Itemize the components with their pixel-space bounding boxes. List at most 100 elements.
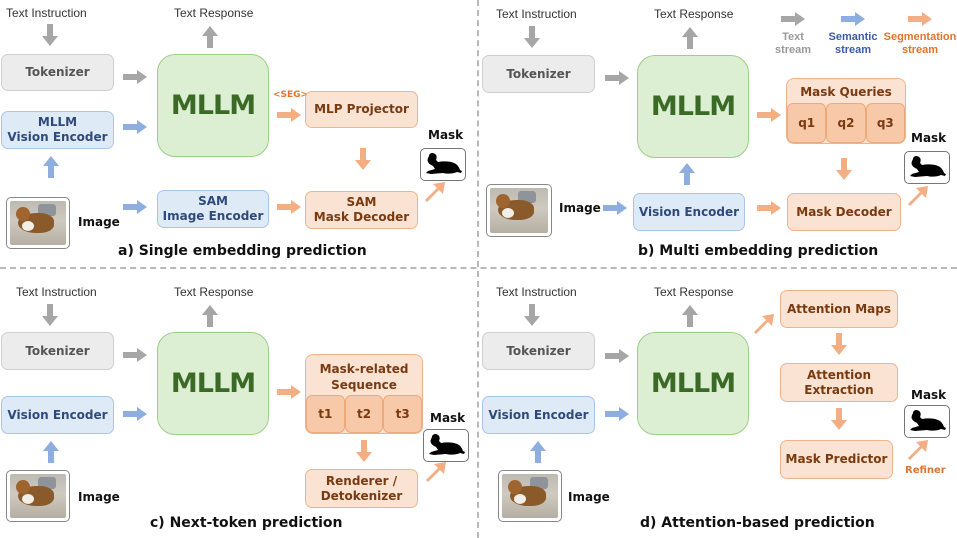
mask-output (904, 405, 950, 438)
arrow-right-icon (123, 348, 147, 362)
mask-label: Mask (430, 411, 466, 425)
mllm-box: MLLM (637, 332, 749, 435)
tokenizer-box: Tokenizer (1, 332, 114, 370)
dog-photo (502, 474, 558, 518)
mllm-box: MLLM (157, 332, 269, 435)
arrow-right-icon (757, 108, 781, 122)
panel-caption: c) Next-token prediction (150, 515, 343, 531)
mask-decoder-box: Mask Decoder (787, 193, 901, 231)
mask-label: Mask (911, 131, 947, 145)
arrow-down-icon (355, 148, 371, 170)
attention-maps-box: Attention Maps (780, 290, 898, 328)
seg-token-label: <SEG> (273, 90, 309, 100)
input-image (6, 470, 70, 522)
arrow-right-icon (277, 108, 301, 122)
sequence-token: t2 (344, 395, 384, 433)
arrow-diagonal-icon (425, 182, 445, 202)
semantic-stream-arrow-icon (841, 12, 865, 26)
arrow-right-icon (603, 201, 627, 215)
arrow-diagonal-icon (754, 314, 774, 334)
mask-output (423, 429, 469, 462)
arrow-right-icon (605, 349, 629, 363)
panel-caption: a) Single embedding prediction (118, 243, 367, 259)
query-token: q2 (826, 103, 866, 143)
arrow-right-icon (123, 407, 147, 421)
dog-mask-icon (426, 433, 466, 459)
input-image (498, 470, 562, 522)
text-response-label: Text Response (174, 285, 254, 299)
arrow-down-icon (836, 158, 852, 180)
dog-photo (10, 474, 66, 518)
segmentation-stream-arrow-icon (908, 12, 932, 26)
dog-mask-icon (907, 409, 947, 435)
dog-photo (10, 201, 66, 245)
arrow-diagonal-icon (908, 440, 928, 460)
input-image (6, 197, 70, 249)
dog-photo (490, 188, 548, 233)
arrow-down-icon (831, 408, 847, 430)
arrow-right-icon (605, 71, 629, 85)
mlp-projector-box: MLP Projector (305, 91, 418, 128)
dog-mask-icon (423, 152, 463, 178)
arrow-down-icon (831, 333, 847, 355)
arrow-up-icon (202, 305, 218, 327)
input-image (486, 184, 552, 237)
arrow-up-icon (43, 156, 59, 178)
arrow-right-icon (605, 407, 629, 421)
arrow-up-icon (530, 441, 546, 463)
tokenizer-box: Tokenizer (1, 54, 114, 91)
tokenizer-box: Tokenizer (482, 332, 595, 370)
image-label: Image (568, 490, 610, 504)
mask-label: Mask (428, 128, 464, 142)
arrow-diagonal-icon (908, 186, 928, 206)
arrow-right-icon (123, 70, 147, 84)
image-label: Image (78, 215, 120, 229)
arrow-up-icon (679, 163, 695, 185)
mllm-box: MLLM (637, 55, 749, 158)
image-label: Image (78, 490, 120, 504)
arrow-down-icon (524, 26, 540, 48)
mask-queries-group: Mask Queries q1 q2 q3 (786, 78, 906, 144)
arrow-up-icon (682, 27, 698, 49)
image-label: Image (559, 201, 601, 215)
text-response-label: Text Response (654, 285, 734, 299)
vision-encoder-box: Vision Encoder (633, 193, 745, 231)
sequence-token: t1 (306, 395, 345, 433)
mask-output (904, 151, 950, 184)
query-token: q3 (865, 103, 905, 143)
arrow-right-icon (277, 200, 301, 214)
text-instruction-label: Text Instruction (496, 285, 577, 299)
arrow-down-icon (356, 440, 372, 462)
query-token: q1 (787, 103, 827, 143)
vertical-divider (477, 0, 479, 538)
mask-queries-title: Mask Queries (800, 85, 892, 99)
mask-output (420, 148, 466, 181)
arrow-right-icon (277, 385, 301, 399)
text-instruction-label: Text Instruction (496, 7, 577, 21)
arrow-right-icon (123, 200, 147, 214)
mask-predictor-box: Mask Predictor (780, 440, 893, 479)
arrow-up-icon (202, 26, 218, 48)
arrow-up-icon (43, 441, 59, 463)
arrow-right-icon (123, 120, 147, 134)
dog-mask-icon (907, 155, 947, 181)
sequence-token: t3 (383, 395, 423, 433)
arrow-down-icon (42, 304, 58, 326)
mllm-box: MLLM (157, 54, 269, 157)
vision-encoder-box: Vision Encoder (1, 396, 114, 434)
text-response-label: Text Response (174, 6, 254, 20)
vision-encoder-box: Vision Encoder (482, 396, 595, 434)
refiner-label: Refiner (905, 465, 946, 476)
renderer-detokenizer-box: Renderer /Detokenizer (305, 469, 418, 508)
arrow-up-icon (682, 305, 698, 327)
text-stream-arrow-icon (781, 12, 805, 26)
tokenizer-box: Tokenizer (482, 55, 595, 93)
text-response-label: Text Response (654, 7, 734, 21)
